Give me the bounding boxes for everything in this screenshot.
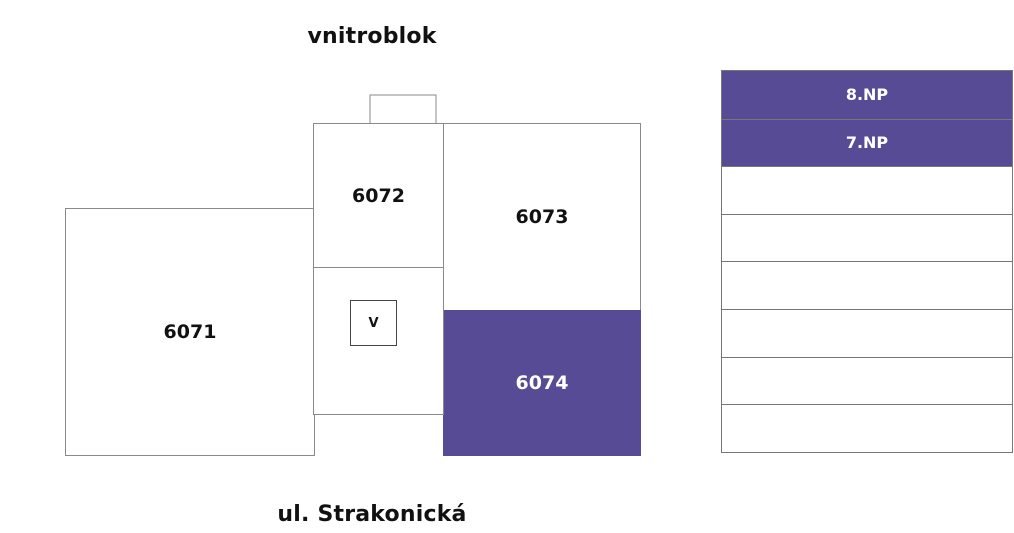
courtyard-label: vnitroblok [307, 24, 437, 49]
floor-selector: 8.NP 7.NP [721, 70, 1013, 453]
unit-6074-label: 6074 [515, 372, 569, 394]
floor-row[interactable] [722, 213, 1012, 262]
unit-6071[interactable]: 6071 [65, 208, 315, 456]
floor-row[interactable] [722, 404, 1012, 452]
floor-row[interactable] [722, 166, 1012, 214]
unit-6074[interactable]: 6074 [443, 310, 641, 456]
unit-6073[interactable]: 6073 [443, 123, 641, 311]
elevator-marker: V [350, 300, 397, 346]
unit-6073-label: 6073 [515, 206, 569, 228]
floor-row[interactable] [722, 261, 1012, 309]
street-label: ul. Strakonická [277, 502, 467, 527]
floor-7np[interactable]: 7.NP [722, 118, 1012, 167]
floor-row[interactable] [722, 308, 1012, 357]
floor-8np[interactable]: 8.NP [722, 71, 1012, 119]
floor-row[interactable] [722, 356, 1012, 405]
floor-8np-label: 8.NP [845, 85, 889, 105]
unit-6071-label: 6071 [163, 321, 217, 343]
unit-6072[interactable]: 6072 [313, 123, 444, 268]
floor-7np-label: 7.NP [845, 133, 889, 153]
unit-6072-label: 6072 [352, 184, 405, 207]
